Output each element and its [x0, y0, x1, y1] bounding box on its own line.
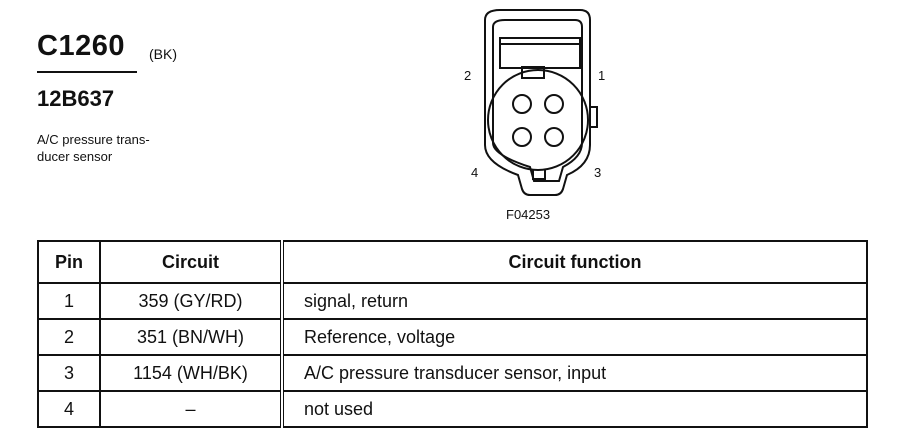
cell-circuit: 351 (BN/WH)	[99, 318, 284, 356]
connector-face-diagram: 2 1 4 3	[464, 9, 605, 196]
connector-id: C1260	[37, 30, 125, 62]
table-row: 2 351 (BN/WH) Reference, voltage	[37, 318, 868, 356]
connector-color-code: (BK)	[149, 46, 177, 62]
pin-cavity-4	[512, 127, 532, 147]
connector-description: A/C pressure trans- ducer sensor	[37, 131, 197, 165]
description-line: A/C pressure trans-	[37, 132, 150, 147]
pin-label: 4	[471, 165, 478, 180]
header-pin: Pin	[37, 240, 101, 284]
cell-circuit: –	[99, 390, 284, 428]
cell-function: signal, return	[281, 282, 868, 320]
table-row: 1 359 (GY/RD) signal, return	[37, 282, 868, 320]
cell-function: Reference, voltage	[281, 318, 868, 356]
pin-face	[487, 69, 589, 171]
key-notch	[521, 66, 545, 79]
cell-pin: 1	[37, 282, 101, 320]
connector-housing-inner	[492, 19, 583, 182]
cell-pin: 2	[37, 318, 101, 356]
pin-table: Pin Circuit Circuit function 1 359 (GY/R…	[37, 240, 868, 428]
cell-function: not used	[281, 390, 868, 428]
pin-label: 3	[594, 165, 601, 180]
table-row: 4 – not used	[37, 390, 868, 428]
cell-function: A/C pressure transducer sensor, input	[281, 354, 868, 392]
cell-circuit: 1154 (WH/BK)	[99, 354, 284, 392]
title-underline	[37, 71, 137, 73]
locking-tab	[499, 37, 581, 69]
pin-label: 1	[598, 68, 605, 83]
figure-id: F04253	[506, 207, 551, 222]
cell-pin: 4	[37, 390, 101, 428]
pin-label: 2	[464, 68, 471, 83]
side-latch	[590, 106, 598, 128]
pin-cavity-1	[544, 94, 564, 114]
cell-circuit: 359 (GY/RD)	[99, 282, 284, 320]
header-circuit: Circuit	[99, 240, 284, 284]
table-row: 3 1154 (WH/BK) A/C pressure transducer s…	[37, 354, 868, 392]
header-circuit-function: Circuit function	[281, 240, 868, 284]
pin-cavity-2	[512, 94, 532, 114]
pin-cavity-3	[544, 127, 564, 147]
connector-housing-outer	[484, 9, 591, 196]
bottom-key	[532, 170, 546, 180]
table-header-row: Pin Circuit Circuit function	[37, 240, 868, 284]
part-number: 12B637	[37, 86, 115, 111]
cell-pin: 3	[37, 354, 101, 392]
description-line: ducer sensor	[37, 149, 113, 164]
